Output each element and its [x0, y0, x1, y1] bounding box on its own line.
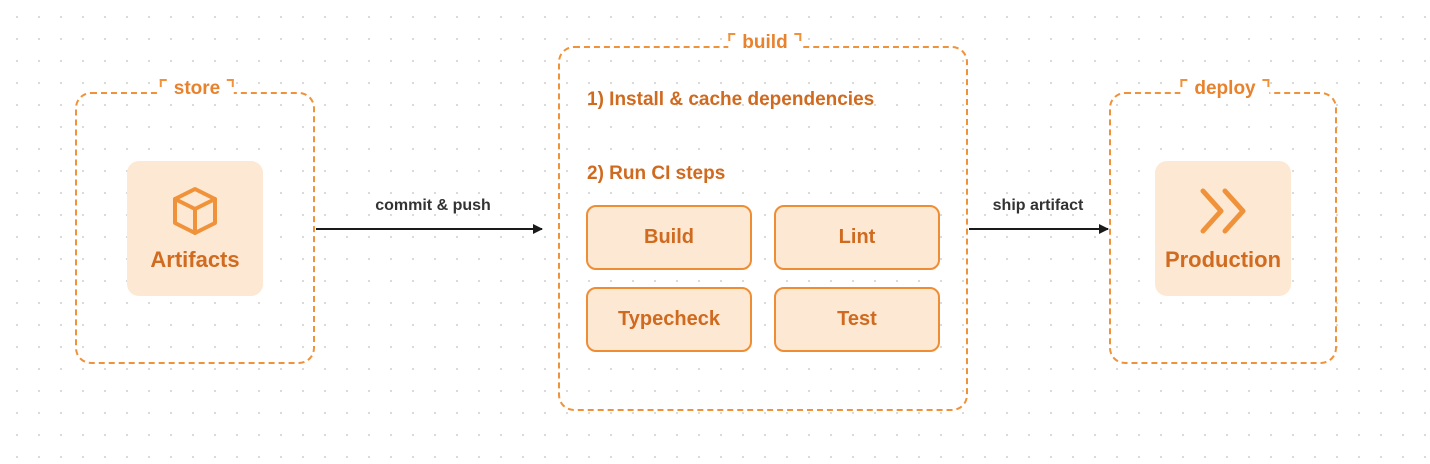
artifacts-node[interactable]: Artifacts: [127, 161, 263, 296]
production-label: Production: [1164, 246, 1282, 272]
build-group-label: build: [728, 28, 803, 58]
install-step-title: 1) Install & cache dependencies: [587, 89, 875, 110]
deploy-group-label: deploy: [1180, 74, 1270, 104]
run-ci-steps-title: 2) Run CI steps: [587, 163, 726, 184]
ci-step-typecheck[interactable]: Typecheck: [586, 287, 752, 352]
ci-step-test[interactable]: Test: [774, 287, 940, 352]
ci-step-lint[interactable]: Lint: [774, 205, 940, 270]
artifacts-label: Artifacts: [150, 246, 240, 272]
store-group-label: store: [159, 74, 235, 104]
commit-push-label: commit & push: [375, 197, 491, 214]
double-chevron-right-icon: [1200, 188, 1246, 233]
store-group: store: [75, 74, 315, 364]
ship-artifact-label: ship artifact: [992, 197, 1084, 214]
deploy-group: deploy: [1109, 74, 1337, 364]
box-icon: [173, 186, 217, 235]
ci-step-build[interactable]: Build: [586, 205, 752, 270]
build-group: build: [558, 28, 968, 411]
production-node[interactable]: Production: [1155, 161, 1291, 296]
